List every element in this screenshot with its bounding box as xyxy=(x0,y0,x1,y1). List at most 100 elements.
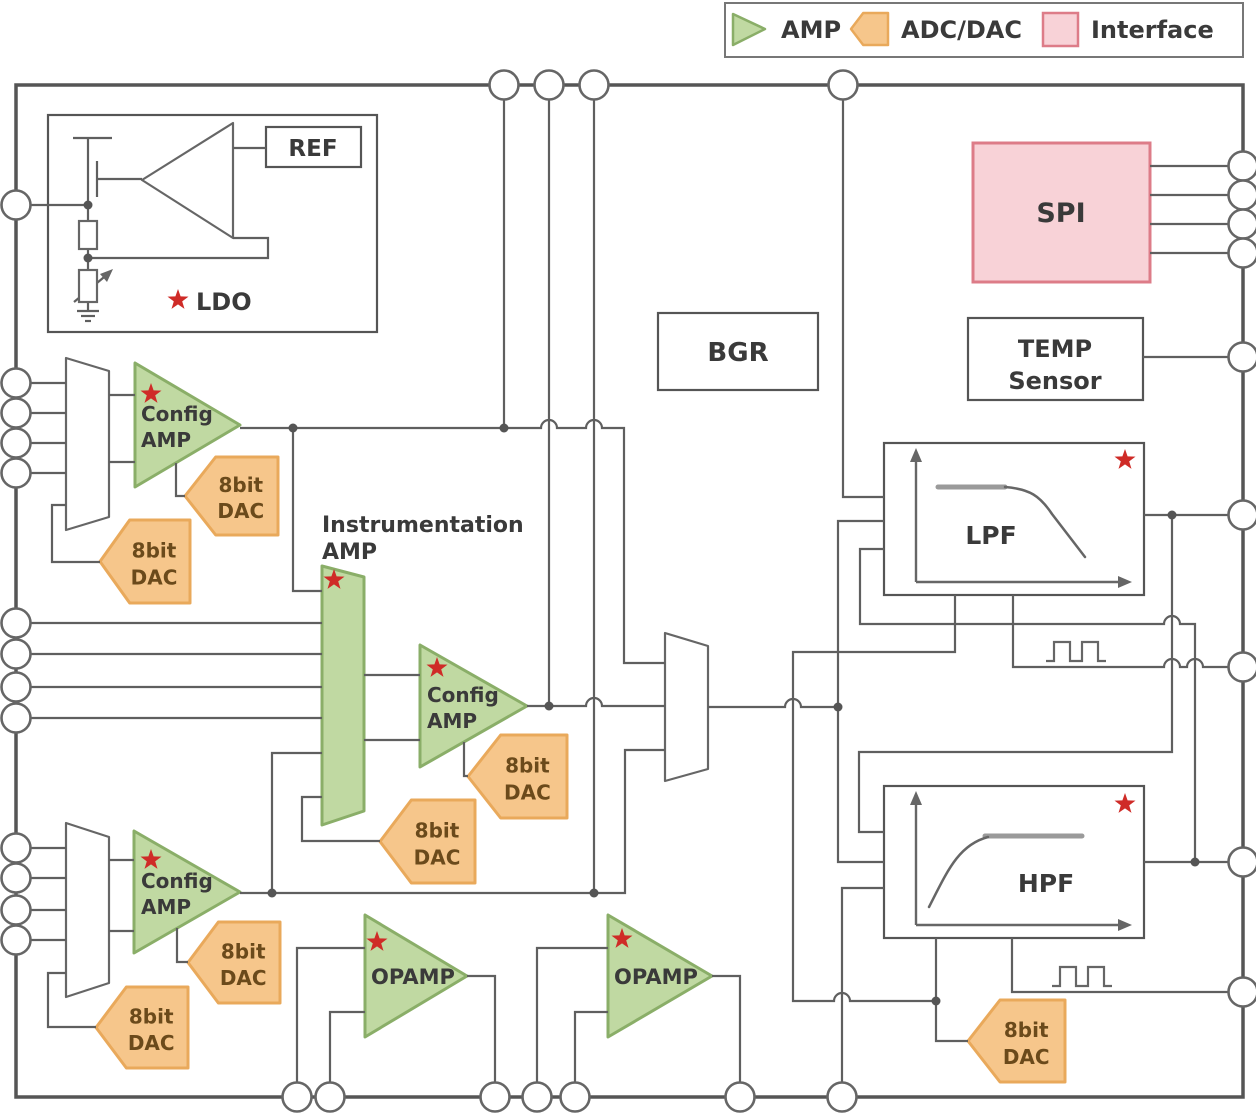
ref-box xyxy=(264,125,363,169)
label-opamp-20: OPAMP xyxy=(614,965,698,989)
dac-pentagon-7 xyxy=(966,998,1067,1084)
pin-4 xyxy=(0,427,32,459)
junction-dot-2 xyxy=(83,253,93,263)
dac-1-label-dac: DAC xyxy=(217,499,264,523)
config-amp-1 xyxy=(133,361,242,489)
pin-13 xyxy=(0,924,32,956)
label-adc-dac-1: ADC/DAC xyxy=(901,16,1022,44)
wire-64 xyxy=(573,1010,608,1097)
label-amp-14: AMP xyxy=(427,709,477,733)
label-amp-0: AMP xyxy=(781,16,841,44)
pin-9 xyxy=(0,702,32,734)
filter-curve-2 xyxy=(1003,485,1087,559)
pin-21 xyxy=(1227,237,1256,269)
wire-43 xyxy=(240,748,665,895)
mux-3 xyxy=(663,631,710,783)
dac-pentagon-5 xyxy=(186,920,282,1005)
wire-61 xyxy=(328,1010,365,1097)
star-icon-5 xyxy=(366,931,388,951)
dac-7-label-8bit: 8bit xyxy=(1004,1018,1049,1042)
instrumentation-amp xyxy=(320,564,366,827)
label-bgr-5: BGR xyxy=(707,338,768,368)
star-icon-9 xyxy=(1114,793,1136,813)
hpf-box xyxy=(882,784,1146,940)
resistor-2 xyxy=(77,268,99,304)
wire-58 xyxy=(934,1001,968,1043)
dac-3-label-dac: DAC xyxy=(504,781,551,805)
wire-44 xyxy=(175,928,188,964)
axis-arrowhead-3 xyxy=(1118,919,1132,931)
label-temp-6: TEMP xyxy=(1018,335,1092,363)
pin-1 xyxy=(0,189,32,221)
opamp-2 xyxy=(606,913,714,1039)
junction-dot-6 xyxy=(267,888,277,898)
filter-curve-4 xyxy=(927,835,990,909)
pin-12 xyxy=(0,894,32,926)
wire-47 xyxy=(836,519,884,707)
wire-48 xyxy=(836,707,884,864)
temp-sensor-box xyxy=(966,316,1145,402)
pin-25 xyxy=(1227,846,1256,878)
label-opamp-19: OPAMP xyxy=(371,965,455,989)
junction-dot-3 xyxy=(288,423,298,433)
pin-22 xyxy=(1227,341,1256,373)
wire-33 xyxy=(462,742,468,778)
spi-box xyxy=(971,141,1152,284)
star-icon-2 xyxy=(426,657,448,677)
dac-2-label-8bit: 8bit xyxy=(132,538,177,562)
legend-interface-icon xyxy=(1041,11,1080,48)
axis-arrowhead-4 xyxy=(910,791,922,805)
chip-border xyxy=(14,83,1245,1099)
mux-2 xyxy=(64,821,111,999)
pin-20 xyxy=(1227,208,1256,240)
wire-50 xyxy=(858,547,1197,862)
pin-2 xyxy=(0,367,32,399)
wire-23 xyxy=(50,503,100,564)
label-interface-2: Interface xyxy=(1091,16,1214,44)
ldo-error-amp xyxy=(140,121,235,240)
label-lpf-9: LPF xyxy=(965,521,1016,550)
label-config-15: Config xyxy=(141,869,213,893)
junction-dot-5 xyxy=(544,701,554,711)
dac-6-label-dac: DAC xyxy=(128,1031,175,1055)
pin-23 xyxy=(1227,499,1256,531)
pin-27 xyxy=(281,1081,313,1113)
label-spi-8: SPI xyxy=(1036,198,1085,229)
dac-pentagon-3 xyxy=(466,733,569,820)
pin-5 xyxy=(0,457,32,489)
pin-31 xyxy=(559,1081,591,1113)
pin-30 xyxy=(521,1081,553,1113)
pin-16 xyxy=(578,69,610,101)
pin-17 xyxy=(827,69,859,101)
resistor-1 xyxy=(77,219,99,251)
dac-pentagon-6 xyxy=(94,985,190,1070)
star-icon-3 xyxy=(140,849,162,869)
wire-46 xyxy=(708,697,838,709)
wire-54 xyxy=(1011,595,1243,669)
dac-7-label-dac: DAC xyxy=(1003,1045,1050,1069)
dac-4-label-8bit: 8bit xyxy=(415,818,460,842)
junction-dot-11 xyxy=(931,996,941,1006)
legend-adc-dac-icon xyxy=(849,11,890,47)
pin-3 xyxy=(0,397,32,429)
label-ldo-4: LDO xyxy=(196,288,252,316)
dac-5-label-8bit: 8bit xyxy=(221,939,266,963)
pin-10 xyxy=(0,832,32,864)
label-config-13: Config xyxy=(427,683,499,707)
wire-28 xyxy=(270,751,322,893)
label-amp-12: AMP xyxy=(141,428,191,452)
pin-7 xyxy=(0,638,32,670)
wire-60 xyxy=(295,946,365,1097)
wire-29 xyxy=(300,795,380,843)
pin-8 xyxy=(0,671,32,703)
dac-6-label-8bit: 8bit xyxy=(129,1004,174,1028)
star-icon-1 xyxy=(140,383,162,403)
pin-6 xyxy=(0,607,32,639)
wire-20 xyxy=(240,418,665,665)
dac-1-label-8bit: 8bit xyxy=(218,473,263,497)
dac-3-label-8bit: 8bit xyxy=(505,753,550,777)
clock-waveform-icon-2 xyxy=(1052,965,1112,988)
var-resistor-arrowhead xyxy=(100,269,113,282)
